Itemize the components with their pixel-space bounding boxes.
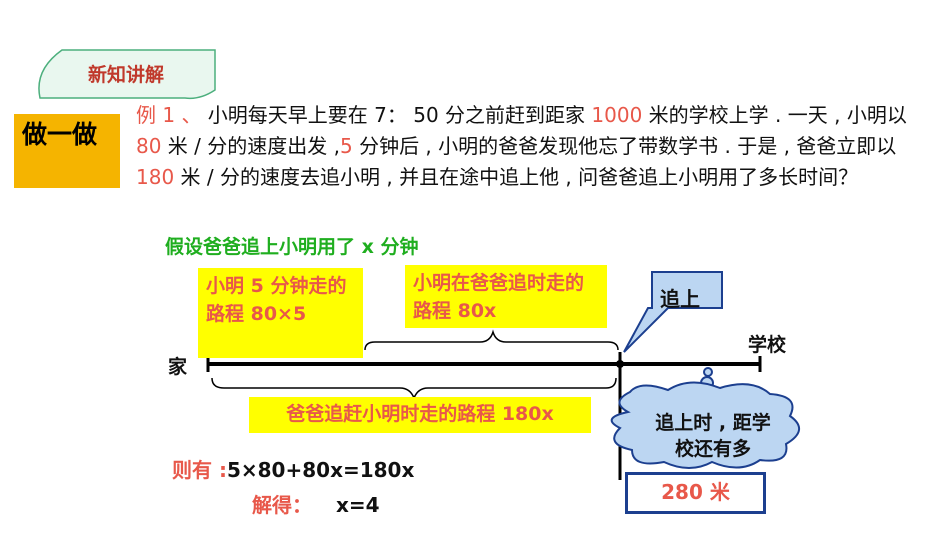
upper-brace [364, 329, 619, 351]
lower-brace [211, 377, 617, 401]
dad-chase-box: 爸爸追赶小明时走的路程 180x [249, 397, 591, 433]
cloud-text: 追上时 , 距学校还有多 [655, 412, 771, 460]
answer-box: 280 米 [625, 472, 766, 514]
equation-prefix: 则有 : [172, 458, 227, 482]
solution-prefix: 解得： [252, 493, 312, 517]
section-tag: 新知讲解 [88, 64, 165, 86]
xiaoming-5min-box: 小明 5 分钟走的路程 80×5 [198, 268, 363, 358]
side-label: 做一做 [22, 120, 98, 149]
delay-minutes: 5 [339, 134, 353, 158]
distance-value: 1000 [591, 103, 643, 127]
assumption-text: 假设爸爸追上小明用了 x 分钟 [165, 236, 419, 258]
school-label: 学校 [748, 334, 787, 356]
tag-shape [38, 49, 216, 100]
speed-xiaoming: 80 [136, 134, 162, 158]
catch-point-dot [616, 360, 624, 368]
solution-body: x=4 [336, 493, 380, 517]
problem-text: 例 1 、 小明每天早上要在 7： 50 分之前赶到距家 1000 米的学校上学… [136, 103, 907, 189]
cloud-shape [610, 367, 800, 469]
solution: 解得： x=4 [252, 489, 380, 518]
side-label-bg [14, 114, 120, 188]
equation: 则有 :5×80+80x=180x [172, 454, 414, 483]
xiaoming-chase-box: 小明在爸爸追时走的路程 80x [405, 265, 607, 328]
catch-up-label: 追上 [660, 287, 700, 311]
home-label: 家 [168, 356, 188, 378]
example-number: 例 1 、 [136, 103, 202, 127]
speed-dad: 180 [136, 165, 175, 189]
equation-body: 5×80+80x=180x [226, 458, 415, 482]
catch-up-bubble [623, 271, 723, 353]
